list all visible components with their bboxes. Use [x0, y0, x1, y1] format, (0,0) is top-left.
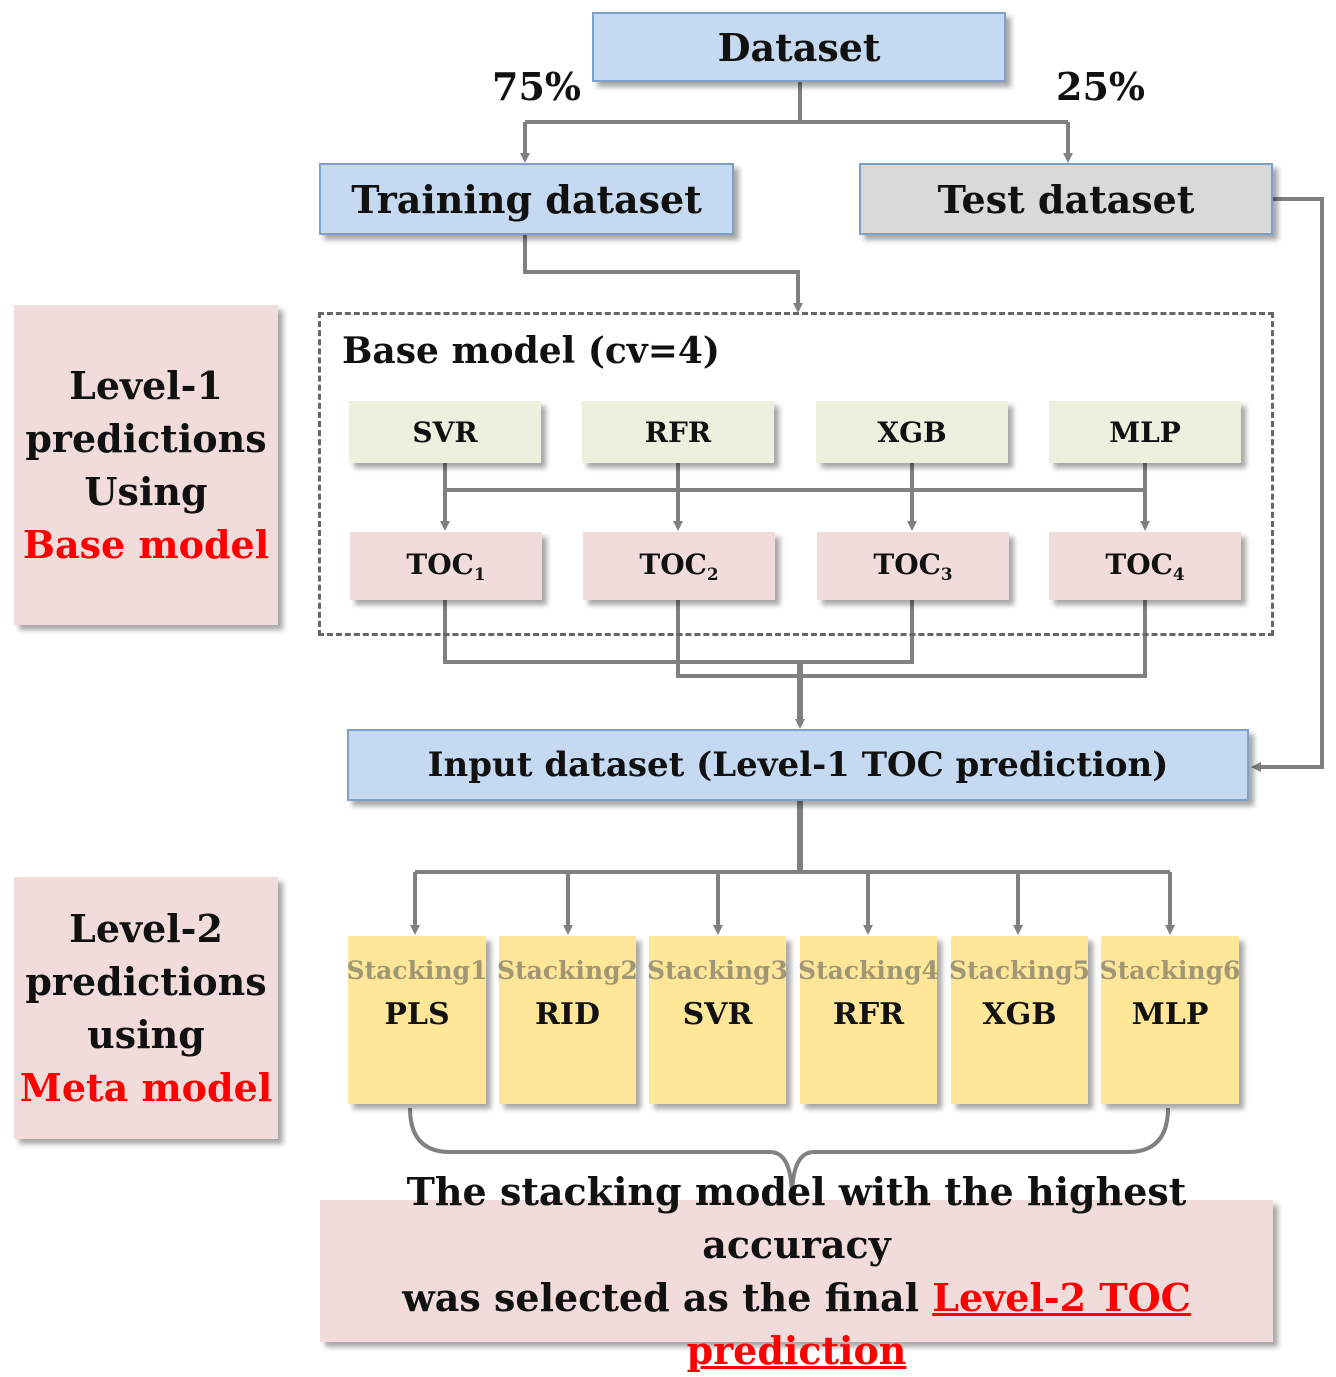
- test-percentage: 25%: [1056, 64, 1145, 109]
- stacking-2-model: RID: [535, 997, 600, 1032]
- dataset-label: Dataset: [717, 24, 881, 70]
- stacking-3-model: SVR: [682, 997, 753, 1032]
- training-dataset-box: Training dataset: [319, 163, 734, 235]
- base-model-svr-label: SVR: [412, 415, 478, 449]
- stacking-3-label: Stacking3: [647, 956, 788, 985]
- toc-merge-3: [676, 600, 1147, 678]
- stacking-box-3: Stacking3 SVR: [647, 936, 788, 1104]
- toc-output-3-label: TOC3: [873, 548, 953, 584]
- test-dataset-label: Test dataset: [937, 176, 1195, 222]
- final-selection-box: The stacking model with the highest accu…: [320, 1169, 1273, 1373]
- base-model-title: Base model (cv=4): [342, 330, 720, 372]
- level1-line2: predictions: [25, 416, 267, 461]
- level2-line1: Level-2: [69, 906, 223, 951]
- toc-output-1: TOC1: [350, 532, 542, 600]
- base-model-group: [318, 312, 1274, 636]
- stacking-box-1: Stacking1 PLS: [346, 936, 488, 1104]
- arrow-test-to-input: [1251, 197, 1324, 772]
- level2-panel: Level-2 predictions using Meta model: [14, 877, 278, 1139]
- dataset-box: Dataset: [592, 12, 1006, 82]
- toc-output-2: TOC2: [583, 532, 775, 600]
- input-dataset-label: Input dataset (Level-1 TOC prediction): [427, 745, 1169, 785]
- base-model-xgb-label: XGB: [877, 415, 947, 449]
- stacking-4-label: Stacking4: [798, 956, 939, 985]
- stacking-box-6: Stacking6 MLP: [1099, 936, 1241, 1104]
- base-model-svr: SVR: [349, 401, 541, 463]
- final-line2: was selected as the final Level-2 TOC pr…: [320, 1271, 1273, 1377]
- level2-line3: using: [87, 1012, 205, 1057]
- selection-brace: [408, 1107, 1170, 1199]
- base-model-mlp: MLP: [1049, 401, 1241, 463]
- arrow-training-to-base: [523, 235, 803, 313]
- stacking-box-2: Stacking2 RID: [497, 936, 638, 1104]
- toc-output-1-label: TOC1: [406, 548, 486, 584]
- level1-line1: Level-1: [69, 363, 223, 408]
- stacking-5-label: Stacking5: [949, 956, 1090, 985]
- base-model-rfr-label: RFR: [644, 415, 712, 449]
- stacking-box-4: Stacking4 RFR: [798, 936, 939, 1104]
- training-dataset-label: Training dataset: [351, 176, 702, 222]
- stacking-6-label: Stacking6: [1099, 956, 1241, 985]
- toc-output-2-label: TOC2: [639, 548, 719, 584]
- stacking-1-model: PLS: [384, 997, 450, 1032]
- stacking-5-model: XGB: [982, 997, 1057, 1032]
- input-dataset-box: Input dataset (Level-1 TOC prediction): [347, 729, 1249, 801]
- stacking-1-label: Stacking1: [346, 956, 488, 985]
- toc-output-4-label: TOC4: [1105, 548, 1185, 584]
- stacking-4-model: RFR: [832, 997, 905, 1032]
- toc-output-4: TOC4: [1049, 532, 1241, 600]
- stacking-2-label: Stacking2: [497, 956, 638, 985]
- level2-line4: Meta model: [19, 1065, 273, 1110]
- base-model-rfr: RFR: [582, 401, 774, 463]
- stacking-box-5: Stacking5 XGB: [949, 936, 1090, 1104]
- level1-line3: Using: [84, 469, 208, 514]
- level1-panel: Level-1 predictions Using Base model: [14, 305, 278, 625]
- stacking-6-model: MLP: [1131, 997, 1209, 1032]
- toc-output-3: TOC3: [817, 532, 1009, 600]
- base-model-xgb: XGB: [816, 401, 1008, 463]
- level1-line4: Base model: [22, 522, 270, 567]
- test-dataset-box: Test dataset: [859, 163, 1273, 235]
- base-model-mlp-label: MLP: [1109, 415, 1181, 449]
- final-line2-prefix: was selected as the final: [402, 1275, 933, 1320]
- final-line1: The stacking model with the highest accu…: [406, 1169, 1187, 1267]
- train-percentage: 75%: [492, 64, 581, 109]
- level2-line2: predictions: [25, 959, 267, 1004]
